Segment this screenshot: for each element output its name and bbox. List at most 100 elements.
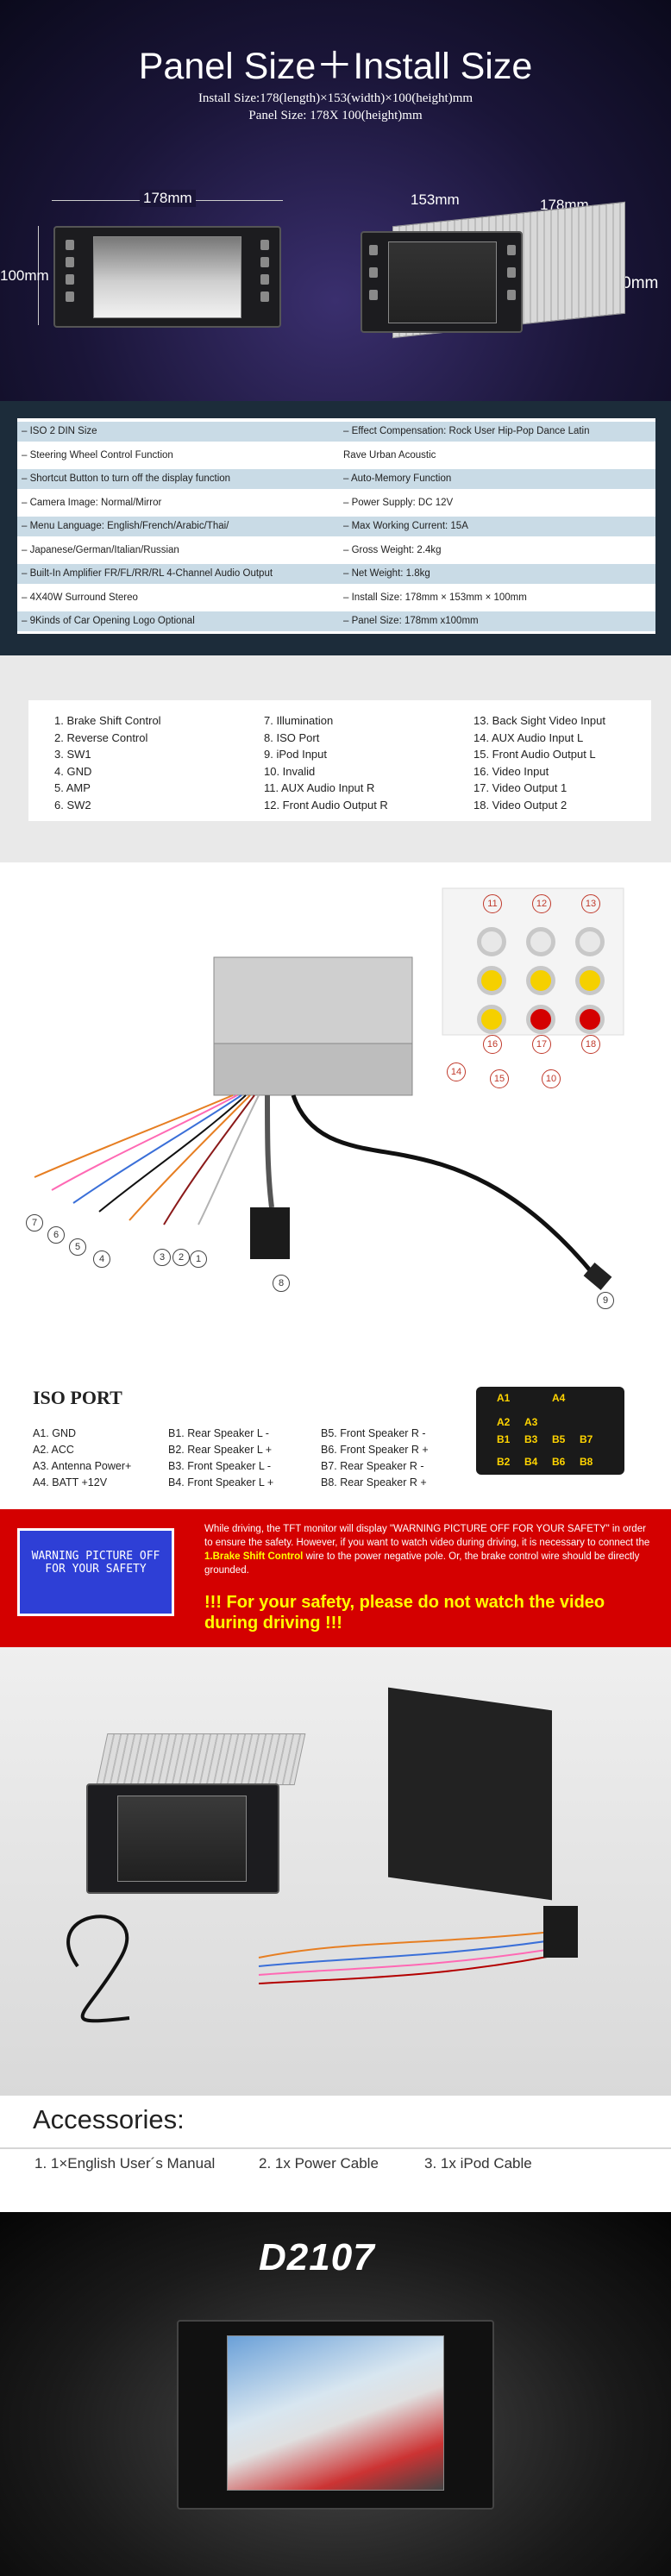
- spec-row: – Menu Language: English/French/Arabic/T…: [17, 517, 655, 536]
- iso-pin-label: A1. GND: [33, 1427, 77, 1439]
- cable-number: 4: [93, 1250, 110, 1268]
- accessory-item: 1. 1×English User´s Manual: [34, 2155, 216, 2172]
- pin-label: 5. AMP: [54, 781, 91, 794]
- cable-number: 8: [273, 1275, 290, 1292]
- pin-label: 1. Brake Shift Control: [54, 714, 161, 727]
- pin-label: 4. GND: [54, 764, 92, 778]
- pin-label: 15. Front Audio Output L: [473, 748, 596, 761]
- connector-pin-label: B1: [497, 1433, 511, 1445]
- cable-number: 2: [172, 1249, 190, 1266]
- jack-number: 16: [483, 1035, 502, 1054]
- spec-row: – ISO 2 DIN Size – Effect Compensation: R…: [17, 422, 655, 442]
- height-dimension-line: [38, 226, 39, 325]
- rca-jack: [477, 966, 506, 995]
- connector-pin-label: B4: [524, 1456, 538, 1468]
- wiring-drawing: [34, 887, 624, 1291]
- rca-jack: [575, 966, 605, 995]
- panel-size-text: Panel Size: 178X 100(height)mm: [248, 109, 423, 122]
- spec-right: – Max Working Current: 15A: [343, 521, 468, 531]
- rca-jack: [477, 927, 506, 956]
- iso-pin-label: B5. Front Speaker R -: [321, 1427, 426, 1439]
- iso-pin-label: B1. Rear Speaker L -: [168, 1427, 269, 1439]
- accessories-section: Accessories: 1. 1×English User´s Manual …: [0, 2096, 671, 2212]
- pin-label: 3. SW1: [54, 748, 91, 761]
- spec-right: – Effect Compensation: Rock User Hip-Pop…: [343, 426, 590, 436]
- iso-pin-label: B8. Rear Speaker R +: [321, 1476, 427, 1489]
- connector-pin-label: B3: [524, 1433, 538, 1445]
- ipod-plug: [583, 1262, 612, 1291]
- jack-number: 11: [483, 894, 502, 913]
- connector-pin-label: A1: [497, 1392, 511, 1404]
- jack-number: 17: [532, 1035, 551, 1054]
- size-section: Panel Size＋Install Size Install Size:178…: [0, 0, 671, 401]
- iso-pin-label: B4. Front Speaker L +: [168, 1476, 274, 1489]
- jack-number: 18: [581, 1035, 600, 1054]
- connector-pin-label: B5: [552, 1433, 566, 1445]
- spec-left: – 9Kinds of Car Opening Logo Optional: [22, 616, 195, 626]
- spec-right: – Net Weight: 1.8kg: [343, 568, 430, 579]
- spec-table: – ISO 2 DIN Size – Effect Compensation: R…: [17, 418, 655, 634]
- spec-left: – Camera Image: Normal/Mirror: [22, 497, 162, 508]
- jack-number: 12: [532, 894, 551, 913]
- spec-row: – Shortcut Button to turn off the displa…: [17, 469, 655, 489]
- warning-banner: !!! For your safety, please do not watch…: [204, 1593, 605, 1633]
- unit-rear: [213, 1043, 413, 1096]
- spec-left: – Steering Wheel Control Function: [22, 449, 173, 461]
- size-title: Panel Size＋Install Size: [138, 46, 533, 87]
- spec-right: – Panel Size: 178mm x100mm: [343, 616, 479, 626]
- spec-right: Rave Urban Acoustic: [343, 449, 436, 461]
- cable-number: 6: [47, 1226, 65, 1244]
- connector-pin-label: B6: [552, 1456, 566, 1468]
- iso-pin-label: B2. Rear Speaker L +: [168, 1444, 273, 1456]
- jack-number: 13: [581, 894, 600, 913]
- iso-pin-label: B6. Front Speaker R +: [321, 1444, 429, 1456]
- connector-pin-label: A3: [524, 1416, 538, 1428]
- pin-label: 7. Illumination: [264, 714, 334, 727]
- spec-left: – Shortcut Button to turn off the displa…: [22, 473, 231, 484]
- spec-left: – ISO 2 DIN Size: [22, 426, 97, 436]
- warning-section: WARNING PICTURE OFF FOR YOUR SAFETY Whil…: [0, 1509, 671, 1647]
- side-depth-label: 153mm: [411, 191, 460, 208]
- iso-pin-label: A2. ACC: [33, 1444, 74, 1456]
- front-panel-image: [53, 226, 281, 328]
- pin-label: 6. SW2: [54, 798, 91, 812]
- spec-row: – Japanese/German/Italian/Russian– Gross…: [17, 541, 655, 561]
- cable-number: 7: [26, 1214, 43, 1232]
- cable-number: 9: [597, 1292, 614, 1309]
- jack-number: 14: [447, 1062, 466, 1081]
- connector-pin-label: B8: [580, 1456, 593, 1468]
- cables-image: [66, 1906, 578, 2023]
- pin-label: 9. iPod Input: [264, 748, 327, 761]
- spec-row: – 9Kinds of Car Opening Logo Optional – P…: [17, 611, 655, 631]
- unit-top: [213, 956, 413, 1044]
- connector-pin-label: A4: [552, 1392, 566, 1404]
- specs-section: – ISO 2 DIN Size – Effect Compensation: R…: [0, 401, 671, 655]
- iso-plug: [250, 1207, 290, 1259]
- product-section: [0, 1647, 671, 2096]
- pin-label: 8. ISO Port: [264, 730, 320, 744]
- pin-label: 14. AUX Audio Input L: [473, 730, 584, 744]
- cable-number: 3: [154, 1249, 171, 1266]
- rca-jack: [526, 927, 555, 956]
- rca-jack: [477, 1005, 506, 1034]
- iso-title: ISO PORT: [33, 1387, 122, 1408]
- spec-row: – Steering Wheel Control Function Rave Ur…: [17, 446, 655, 466]
- iso-pin-label: B7. Rear Speaker R -: [321, 1460, 424, 1472]
- train-screen-image: [227, 2335, 444, 2491]
- spec-left: – 4X40W Surround Stereo: [22, 592, 138, 603]
- pin-label: 16. Video Input: [473, 764, 549, 778]
- spec-right: – Power Supply: DC 12V: [343, 497, 454, 508]
- spec-right: – Gross Weight: 2.4kg: [343, 544, 442, 555]
- pin-label: 11. AUX Audio Input R: [264, 781, 375, 794]
- pin-label: 17. Video Output 1: [473, 781, 568, 794]
- pin-label: 10. Invalid: [264, 764, 316, 778]
- install-size-text: Install Size:178(length)×153(width)×100(…: [198, 91, 473, 105]
- front-width-label: 178mm: [140, 190, 196, 207]
- rca-jack: [575, 927, 605, 956]
- iso-pin-label: B3. Front Speaker L -: [168, 1460, 272, 1472]
